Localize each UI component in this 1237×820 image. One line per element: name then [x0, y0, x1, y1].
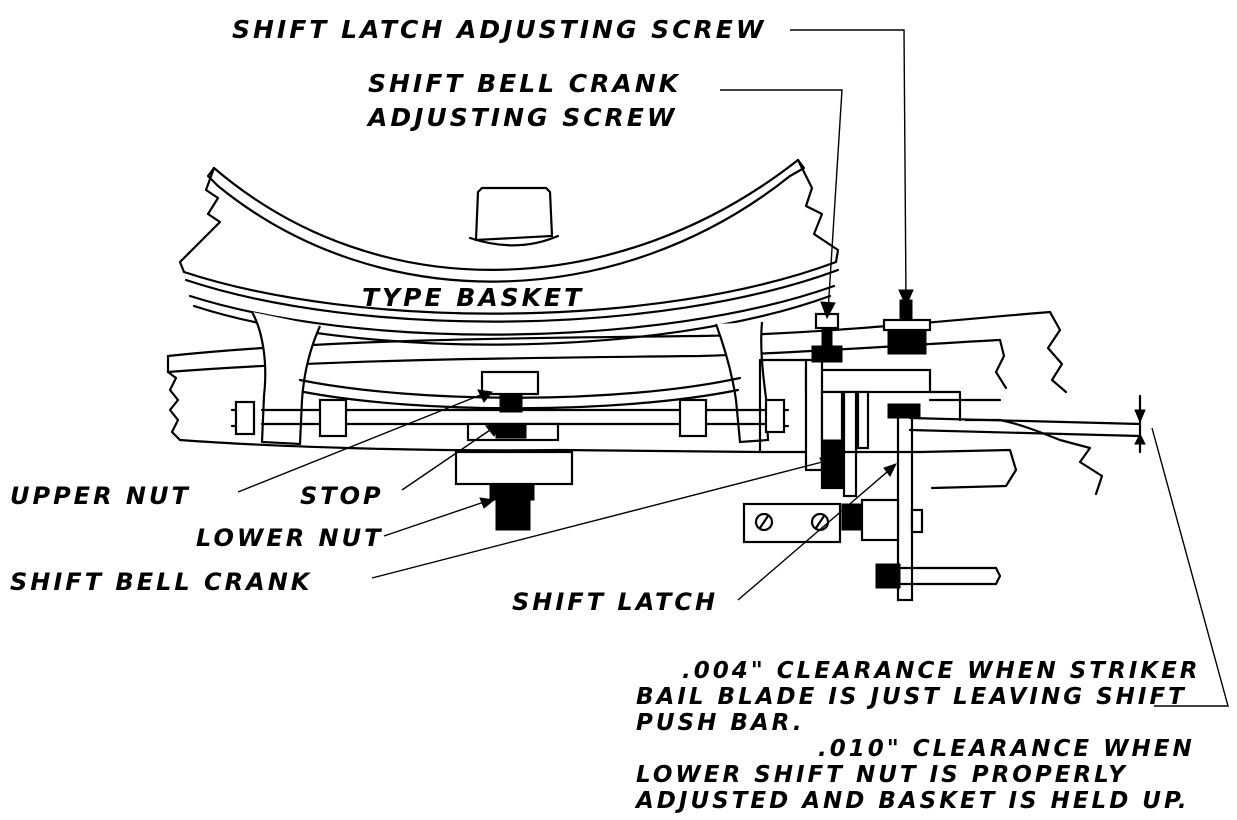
left-rod-nut [234, 400, 256, 436]
stop-bracket [454, 450, 574, 486]
lower-nut-part [495, 499, 531, 531]
label-lower-nut: LOWER NUT [196, 524, 384, 552]
stop-assembly [454, 370, 574, 531]
note-004-line1: .004" CLEARANCE WHEN STRIKER [682, 658, 1201, 684]
note-010-line3: ADJUSTED AND BASKET IS HELD UP. [634, 788, 1190, 814]
upper-nut-part [480, 370, 540, 396]
leader-lines [237, 29, 1229, 707]
note-004-line2: BAIL BLADE IS JUST LEAVING SHIFT [636, 684, 1187, 710]
label-stop: STOP [300, 482, 384, 510]
note-010-line1: .010" CLEARANCE WHEN [818, 736, 1195, 762]
label-type-basket: TYPE BASKET [362, 283, 584, 312]
right-mechanism [742, 299, 1142, 602]
label-shift-bell-crank: SHIFT BELL CRANK [10, 568, 312, 596]
note-010-line2: LOWER SHIFT NUT IS PROPERLY [636, 762, 1128, 788]
right-rod-nut [764, 398, 786, 434]
label-shift-latch: SHIFT LATCH [512, 588, 718, 616]
label-shift-bell-crank-line1: SHIFT BELL CRANK [368, 69, 681, 98]
label-adjusting-screw-line2: ADJUSTING SCREW [366, 103, 677, 132]
label-shift-latch-adjusting-screw: SHIFT LATCH ADJUSTING SCREW [232, 15, 766, 44]
label-upper-nut: UPPER NUT [10, 482, 191, 510]
labels: SHIFT LATCH ADJUSTING SCREW SHIFT BELL C… [10, 15, 766, 616]
clearance-dimension [1134, 394, 1146, 454]
clearance-notes: .004" CLEARANCE WHEN STRIKER BAIL BLADE … [634, 658, 1201, 814]
note-004-line3: PUSH BAR. [636, 710, 805, 736]
left-rod-collar [318, 398, 348, 438]
type-basket [178, 158, 840, 446]
right-rod-collar [678, 398, 708, 438]
